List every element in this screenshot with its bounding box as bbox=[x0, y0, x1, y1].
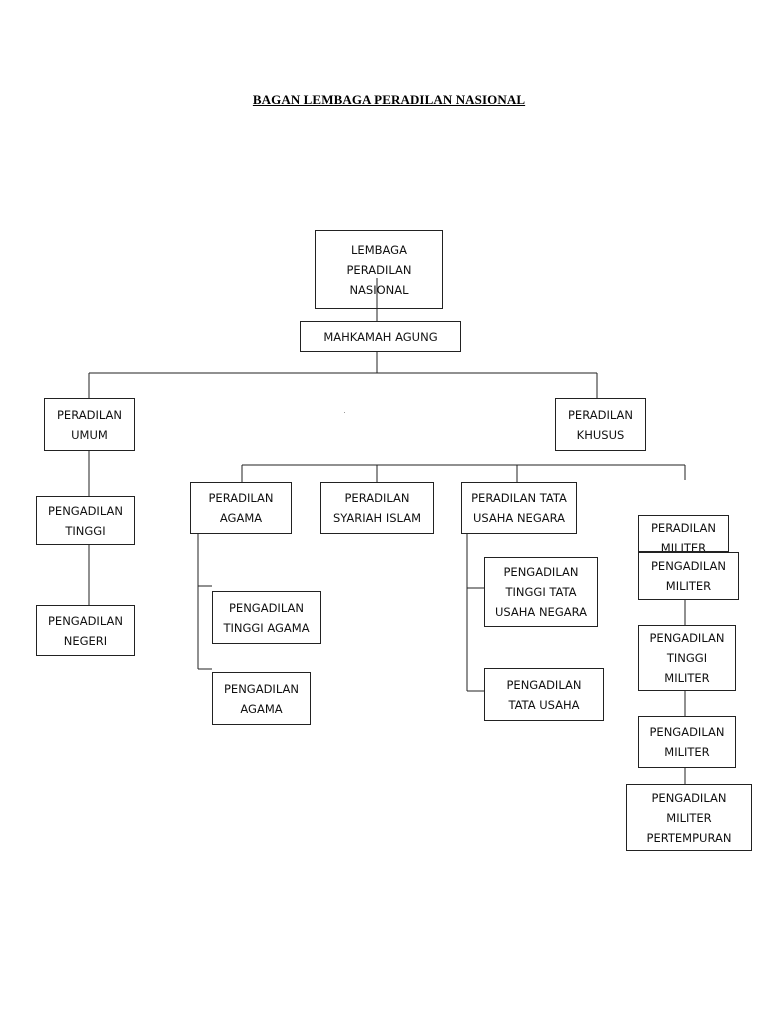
node-peradilan-syariah-islam: PERADILAN SYARIAH ISLAM bbox=[320, 482, 434, 534]
chart-title: BAGAN LEMBAGA PERADILAN NASIONAL bbox=[252, 92, 526, 107]
node-pengadilan-negeri: PENGADILAN NEGERI bbox=[36, 605, 135, 656]
node-pengadilan-militer: PENGADILAN MILITER bbox=[638, 716, 736, 768]
stray-dot bbox=[344, 412, 345, 413]
node-peradilan-agama: PERADILAN AGAMA bbox=[190, 482, 292, 534]
node-pengadilan-tinggi-militer: PENGADILAN TINGGI MILITER bbox=[638, 625, 736, 691]
node-peradilan-tata-usaha-negara: PERADILAN TATA USAHA NEGARA bbox=[461, 482, 577, 534]
node-peradilan-umum: PERADILAN UMUM bbox=[44, 398, 135, 451]
node-lembaga-peradilan-nasional: LEMBAGA PERADILAN NASIONAL bbox=[315, 230, 443, 309]
node-peradilan-militer: PERADILAN MILITER bbox=[638, 515, 729, 552]
node-pengadilan-tinggi-agama: PENGADILAN TINGGI AGAMA bbox=[212, 591, 321, 644]
node-pengadilan-agama: PENGADILAN AGAMA bbox=[212, 672, 311, 725]
node-mahkamah-agung: MAHKAMAH AGUNG bbox=[300, 321, 461, 352]
node-pengadilan-tinggi-tata-usaha-negara: PENGADILAN TINGGI TATA USAHA NEGARA bbox=[484, 557, 598, 627]
node-pengadilan-tata-usaha: PENGADILAN TATA USAHA bbox=[484, 668, 604, 721]
node-peradilan-khusus: PERADILAN KHUSUS bbox=[555, 398, 646, 451]
node-pengadilan-tinggi: PENGADILAN TINGGI bbox=[36, 496, 135, 545]
node-pengadilan-militer-pertempuran: PENGADILAN MILITER PERTEMPURAN bbox=[626, 784, 752, 851]
node-pengadilan-militer-top: PENGADILAN MILITER bbox=[638, 552, 739, 600]
